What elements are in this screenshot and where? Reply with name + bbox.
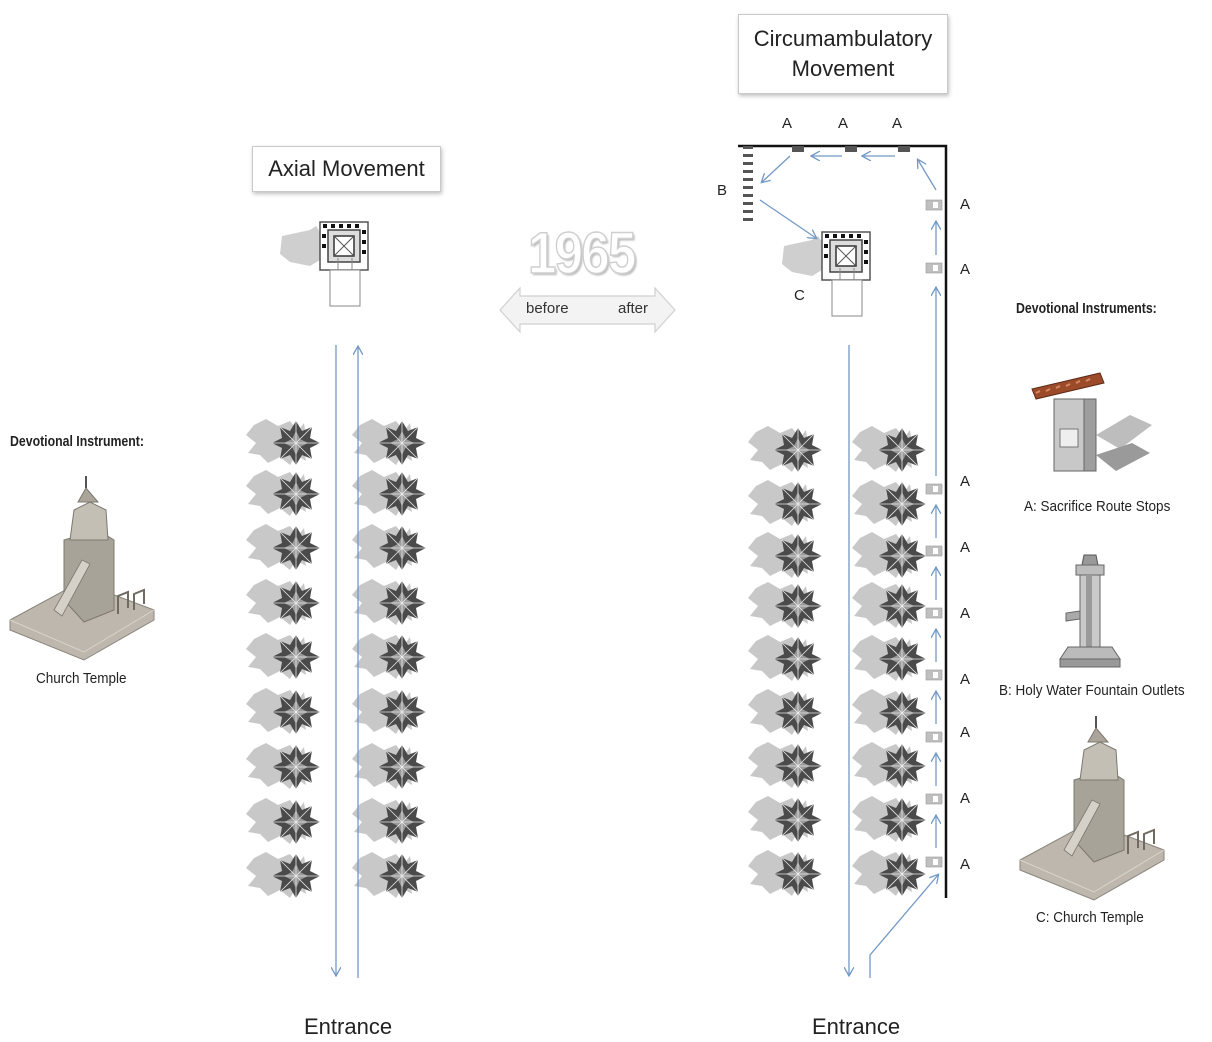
temple-plan-icon [279,221,369,307]
marker-a-side-7: A [960,724,971,741]
timeline-arrow [499,286,676,334]
axial-movement-title-text: Axial Movement [268,156,425,181]
tree-icon [851,581,927,629]
tree-icon [351,687,427,735]
tree-icon [747,581,823,629]
tree-icon [351,418,427,466]
left-church-temple-caption: Church Temple [36,670,127,687]
entrance-label-right: Entrance [812,1014,901,1039]
tree-icon [351,632,427,680]
marker-a-side-6: A [960,671,971,688]
circumambulatory-movement-title: Circumambulatory Movement [738,14,948,94]
marker-a-side-3: A [960,473,971,490]
marker-a-top-2: A [838,115,849,132]
tree-icon [351,797,427,845]
marker-c: C [794,287,805,304]
fountain-outlets [743,146,753,221]
tree-icon [747,479,823,527]
tree-icon [245,418,321,466]
tree-icon [851,531,927,579]
right-devotional-heading: Devotional Instruments: [1016,300,1157,317]
circ-title-line1: Circumambulatory [753,26,933,51]
route-stop-icon [925,607,943,619]
tree-icon [851,688,927,736]
tree-icon [351,742,427,790]
tree-icon [747,425,823,473]
tree-icon [747,688,823,736]
tree-icon [747,849,823,897]
route-stop-icon [925,199,943,211]
route-stop-icon [925,793,943,805]
route-stop-icon [925,262,943,274]
route-stop-icon [925,545,943,557]
left-devotional-heading: Devotional Instrument: [10,433,144,450]
marker-a-side-2: A [960,261,971,278]
tree-icon [351,469,427,517]
tree-icon [245,742,321,790]
caption-holy-water-fountain: B: Holy Water Fountain Outlets [999,682,1185,699]
tree-icon [351,851,427,899]
tree-icon [245,851,321,899]
timeline-after: after [618,300,649,317]
tree-icon [851,425,927,473]
tree-icon [851,849,927,897]
marker-b: B [717,182,728,199]
marker-a-side-5: A [960,605,971,622]
route-stop-icon [925,856,943,868]
caption-church-temple: C: Church Temple [1036,909,1144,926]
marker-a-side-1: A [960,196,971,213]
shrine-icon [1031,372,1152,472]
tree-icon [747,741,823,789]
tree-icon [747,634,823,682]
marker-a-side-4: A [960,539,971,556]
tree-icon [851,795,927,843]
caption-sacrifice-route-stops: A: Sacrifice Route Stops [1024,498,1171,515]
axial-movement-title: Axial Movement [252,146,441,192]
route-stop-icon [925,483,943,495]
circ-title-line2: Movement [791,56,895,81]
tree-icon [747,531,823,579]
route-stop-icon [792,146,804,152]
marker-a-side-9: A [960,856,971,873]
tree-icon [351,578,427,626]
circumambulatory-path [759,156,938,978]
route-stop-icon [925,669,943,681]
tree-icon [851,479,927,527]
tree-icon [245,687,321,735]
fountain-icon [1059,554,1121,668]
tree-icon [747,795,823,843]
tree-icon [245,578,321,626]
route-stop-icon [925,731,943,743]
tree-icon [245,632,321,680]
route-stop-icon [845,146,857,152]
marker-a-side-8: A [960,790,971,807]
enclosure-wall [738,144,948,898]
entrance-label-left: Entrance [304,1014,393,1039]
marker-a-top-1: A [782,115,793,132]
right-tree-grid [747,425,927,897]
church-temple-icon [1019,716,1165,901]
timeline-before: before [526,300,569,317]
tree-icon [351,523,427,571]
tree-icon [851,741,927,789]
marker-a-top-3: A [892,115,903,132]
tree-icon [245,523,321,571]
tree-icon [245,797,321,845]
tree-icon [245,469,321,517]
timeline-year: 1965 [527,220,637,287]
church-temple-icon [9,476,155,661]
route-stop-icon [898,146,910,152]
tree-icon [851,634,927,682]
